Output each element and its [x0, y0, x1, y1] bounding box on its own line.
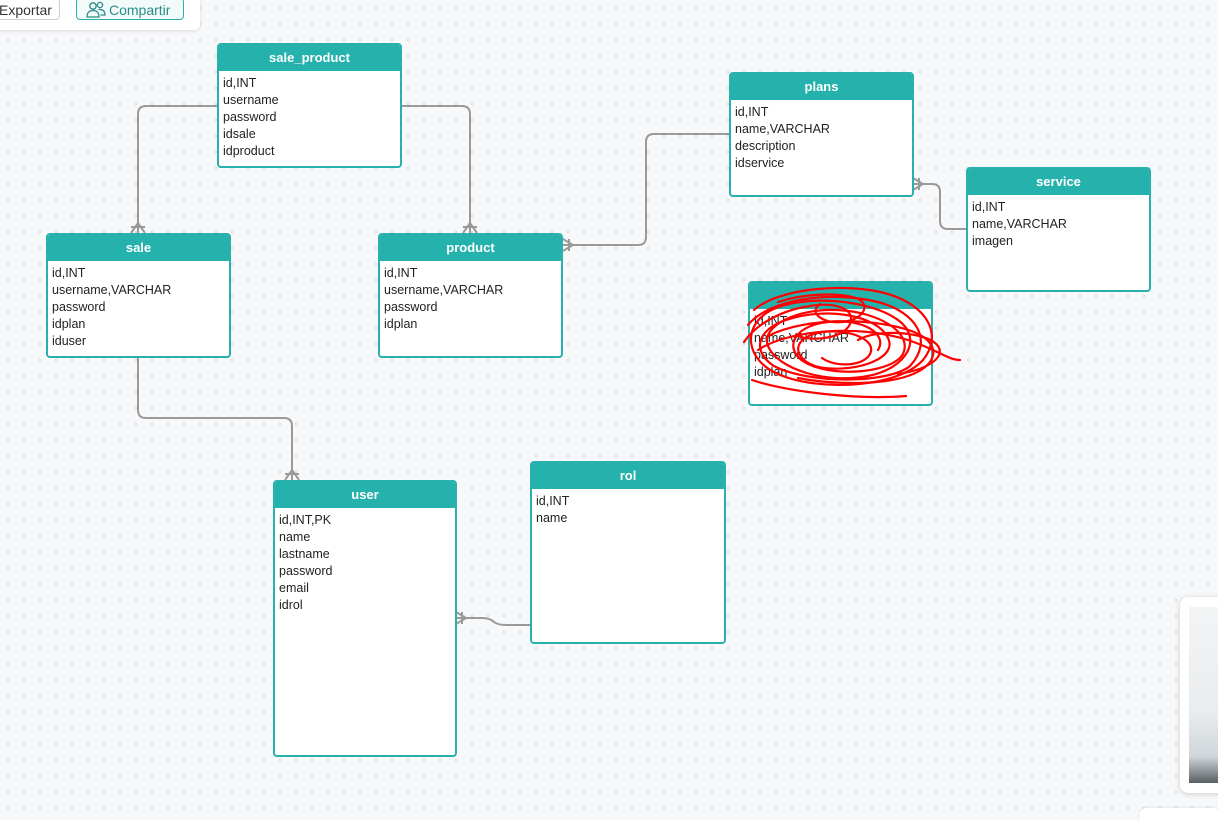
entity-title: service [968, 169, 1149, 195]
entity-plans[interactable]: plans id,INT name,VARCHAR description id… [729, 72, 914, 197]
entity-field: username,VARCHAR [52, 283, 172, 297]
entity-field: idplan [754, 365, 788, 379]
entity-field: imagen [972, 234, 1013, 248]
entity-field: idplan [52, 317, 86, 331]
entity-field: name [536, 511, 568, 525]
bottom-corner-panel [1140, 808, 1218, 820]
entity-field: id,INT [536, 494, 570, 508]
entity-field: description [735, 139, 796, 153]
connector-sale-to-user [137, 357, 293, 480]
entity-field: password [279, 564, 333, 578]
export-button-label: Exportar [0, 2, 52, 18]
entity-rol[interactable]: rol id,INT name [530, 461, 726, 644]
crowfoot-product [462, 222, 478, 234]
entity-redacted[interactable]: id,INT name,VARCHAR password idplan [748, 281, 933, 406]
entity-sale[interactable]: sale id,INT username,VARCHAR password id… [46, 233, 231, 358]
entity-field: idrol [279, 598, 303, 612]
entity-field: idproduct [223, 144, 275, 158]
top-toolbar: Exportar Compartir [0, 0, 200, 30]
entity-field: id,INT [223, 76, 257, 90]
entity-sale-product[interactable]: sale_product id,INT username password id… [217, 43, 402, 168]
entity-field: password [384, 300, 438, 314]
crowfoot-user [284, 469, 300, 481]
crowfoot-product-plans [562, 238, 574, 252]
entity-field: name,VARCHAR [735, 122, 830, 136]
users-icon [86, 1, 106, 18]
entity-field: id,INT [52, 266, 86, 280]
share-button-label: Compartir [109, 2, 171, 18]
entity-title: sale_product [219, 45, 400, 71]
entity-title: user [275, 482, 455, 508]
entity-field: id,INT [754, 314, 788, 328]
entity-field: password [223, 110, 277, 124]
entity-field: name,VARCHAR [754, 331, 849, 345]
entity-service[interactable]: service id,INT name,VARCHAR imagen [966, 167, 1151, 292]
export-button[interactable]: Exportar [0, 0, 60, 20]
entity-field: name [279, 530, 311, 544]
entity-field: idsale [223, 127, 256, 141]
entity-product[interactable]: product id,INT username,VARCHAR password… [378, 233, 563, 358]
entity-field: password [754, 348, 808, 362]
entity-field: email [279, 581, 309, 595]
entity-field: id,INT [384, 266, 418, 280]
entity-field: id,INT [972, 200, 1006, 214]
entity-field: idplan [384, 317, 418, 331]
connector-user-to-rol [456, 617, 530, 626]
entity-title: plans [731, 74, 912, 100]
side-preview-panel[interactable] [1180, 597, 1218, 793]
preview-thumbnail [1189, 607, 1218, 783]
entity-title: sale [48, 235, 229, 261]
connector-plans-to-service [913, 183, 967, 230]
share-button[interactable]: Compartir [76, 0, 184, 20]
crowfoot-user-rol [455, 611, 467, 625]
crowfoot-sale [130, 222, 146, 234]
entity-field: id,INT,PK [279, 513, 332, 527]
entity-field: username,VARCHAR [384, 283, 504, 297]
entity-title: product [380, 235, 561, 261]
entity-field: username [223, 93, 279, 107]
crowfoot-plans-service [912, 177, 924, 191]
entity-field: id,INT [735, 105, 769, 119]
connector-sale-product-to-product [401, 105, 471, 233]
connector-sale-product-to-sale [137, 105, 218, 233]
entity-field: name,VARCHAR [972, 217, 1067, 231]
entity-field: iduser [52, 334, 87, 348]
entity-field: idservice [735, 156, 785, 170]
entity-user[interactable]: user id,INT,PK name lastname password em… [273, 480, 457, 757]
entity-title [750, 283, 931, 309]
entity-field: lastname [279, 547, 330, 561]
connector-product-to-plans [563, 133, 729, 246]
entity-title: rol [532, 463, 724, 489]
entity-field: password [52, 300, 106, 314]
